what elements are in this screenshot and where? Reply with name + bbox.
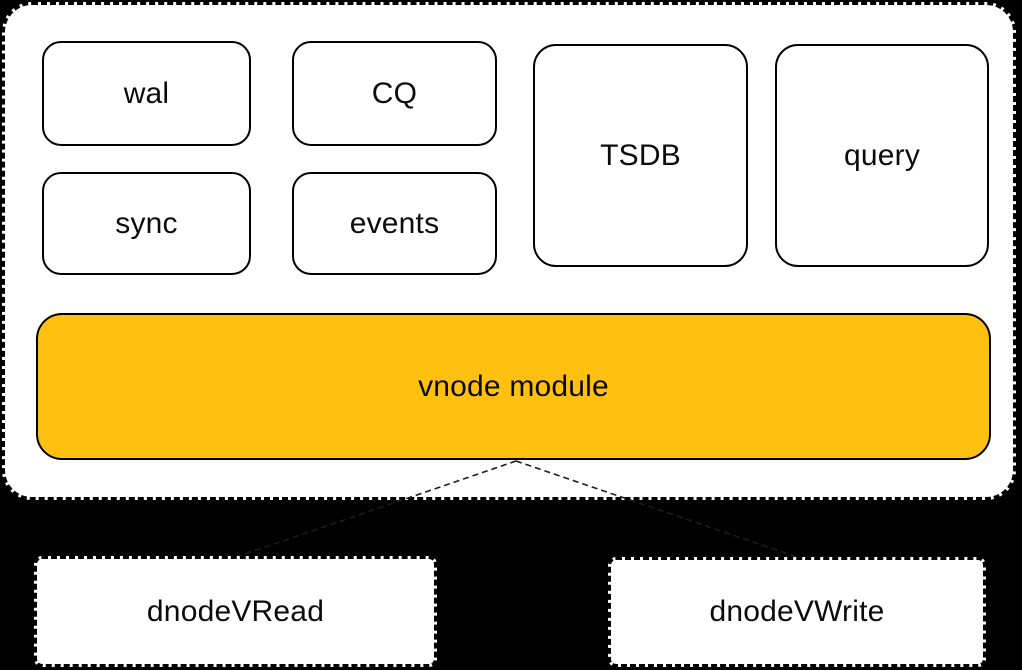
module-label-wal: wal	[123, 76, 170, 110]
module-label-tsdb: TSDB	[600, 138, 681, 172]
module-label-sync: sync	[115, 206, 178, 240]
module-label-cq: CQ	[371, 76, 418, 110]
dnode-vread-box: dnodeVRead	[34, 556, 437, 667]
vnode-module-bar: vnode module	[36, 313, 991, 460]
module-label-events: events	[349, 206, 440, 240]
module-label-query: query	[843, 138, 921, 172]
module-box-cq: CQ	[292, 41, 497, 146]
vnode-module-label: vnode module	[418, 369, 609, 403]
module-box-wal: wal	[42, 41, 251, 146]
dnode-vwrite-box: dnodeVWrite	[608, 557, 986, 667]
dnode-vwrite-label: dnodeVWrite	[709, 595, 885, 628]
module-box-query: query	[775, 44, 989, 267]
module-box-sync: sync	[42, 172, 251, 275]
module-box-events: events	[292, 172, 497, 275]
dnode-vread-label: dnodeVRead	[146, 594, 325, 628]
module-box-tsdb: TSDB	[533, 44, 748, 267]
